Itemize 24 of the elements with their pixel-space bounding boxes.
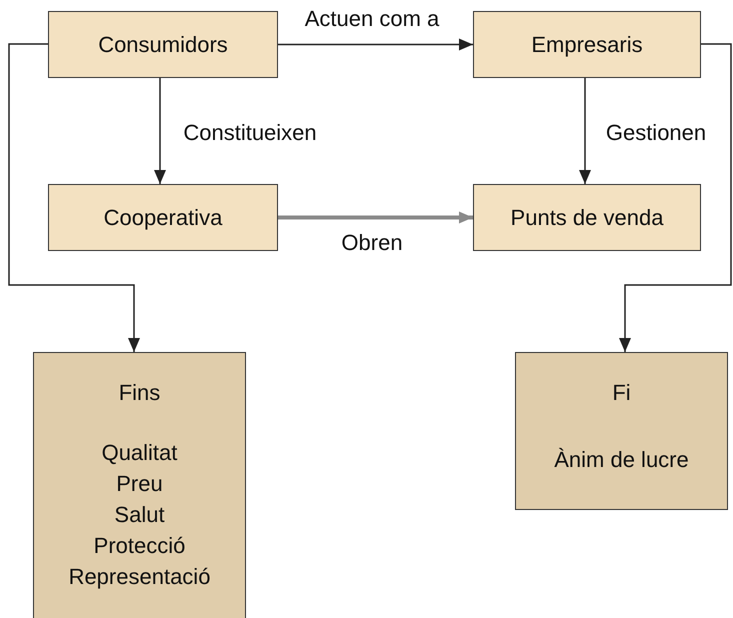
- arrow: [8, 43, 140, 352]
- process-box: [48, 184, 278, 251]
- arrow: [154, 78, 166, 184]
- process-box: [48, 11, 278, 78]
- list-item: Protecció: [94, 532, 186, 560]
- process-box: [473, 11, 701, 78]
- list-item: Preu: [116, 470, 163, 498]
- arrow: [278, 38, 473, 50]
- arrow: [619, 43, 732, 352]
- box-label: Punts de venda: [510, 204, 664, 232]
- box-label: Cooperativa: [104, 204, 222, 232]
- process-box: [33, 352, 246, 618]
- process-box: [515, 352, 728, 510]
- process-box: [473, 184, 701, 251]
- box-label: Consumidors: [98, 31, 228, 59]
- list-item: Qualitat: [102, 439, 178, 467]
- arrow: [278, 212, 473, 224]
- list-item: Ànim de lucre: [554, 446, 689, 474]
- box-heading: Fins: [118, 379, 160, 407]
- list-item: Representació: [68, 563, 210, 591]
- box-label: Empresaris: [531, 31, 643, 59]
- list-item: Salut: [114, 501, 165, 529]
- arrow: [579, 78, 591, 184]
- box-heading: Fi: [612, 379, 631, 407]
